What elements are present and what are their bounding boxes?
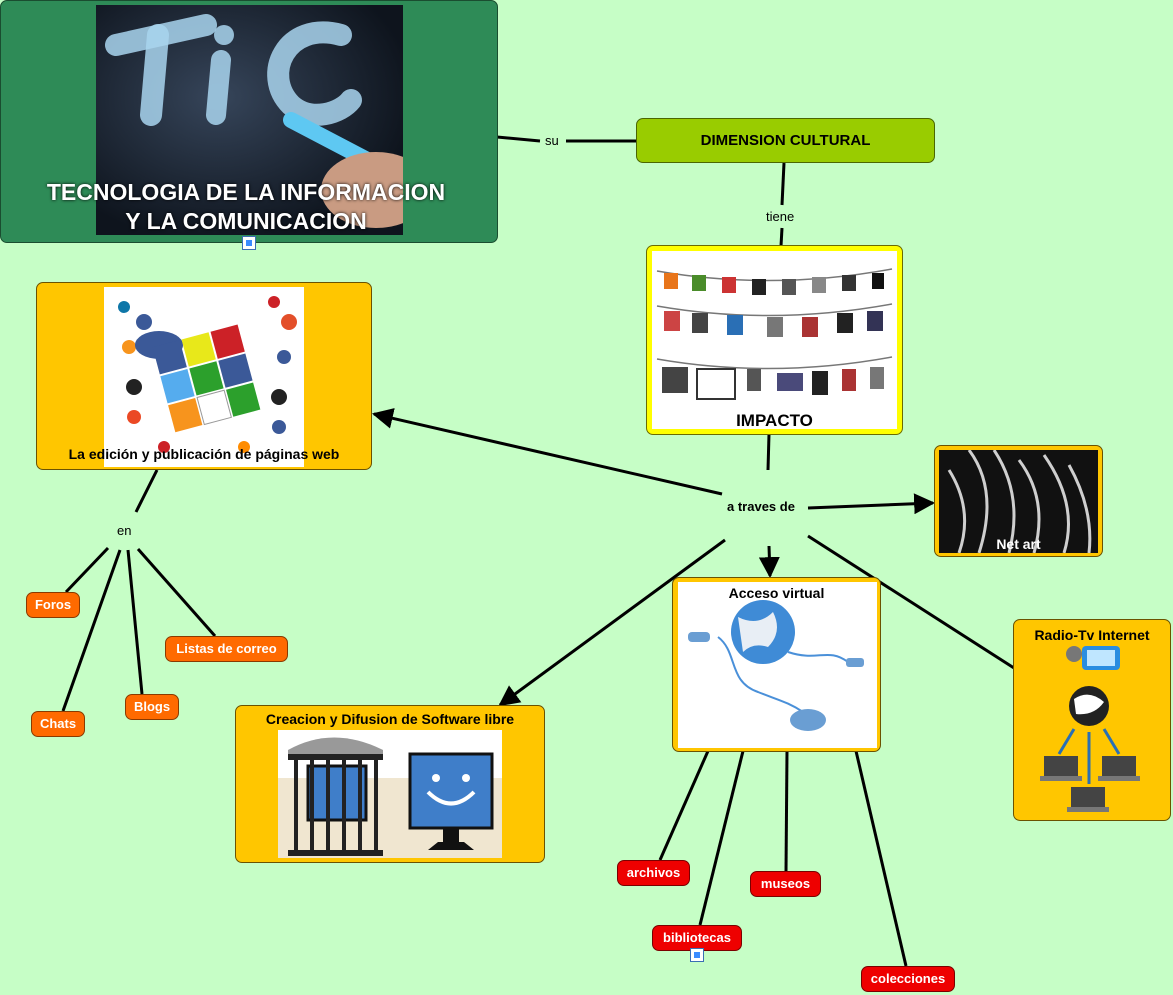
link-label-a-traves-de: a traves de [724, 498, 798, 515]
root-node[interactable]: TECNOLOGIA DE LA INFORMACION Y LA COMUNI… [0, 0, 498, 243]
jailed-monitor-image [278, 730, 502, 856]
impacto-title: IMPACTO [736, 411, 813, 430]
red-item-archivos[interactable]: archivos [617, 860, 690, 886]
net-art-title: Net art [996, 536, 1041, 552]
chalk-tic-icon [105, 14, 403, 228]
tic-chalkboard-image [96, 5, 403, 235]
root-title-line2: Y LA COMUNICACION [125, 208, 367, 234]
red-item-bibliotecas[interactable]: bibliotecas [652, 925, 742, 951]
acceso-virtual-image [678, 582, 877, 748]
software-libre-title: Creacion y Difusion de Software libre [265, 711, 515, 727]
impacto-node[interactable]: IMPACTO [646, 245, 903, 435]
ascii-zebra-image [939, 450, 1098, 553]
dimension-cultural-node[interactable]: DIMENSION CULTURAL [636, 118, 935, 163]
orange-item-listas-de-correo[interactable]: Listas de correo [165, 636, 288, 662]
orange-item-foros[interactable]: Foros [26, 592, 80, 618]
image-link-icon[interactable] [690, 948, 704, 962]
edicion-publicacion-title: La edición y publicación de páginas web [68, 446, 340, 462]
software-libre-image [278, 730, 502, 858]
image-link-icon[interactable] [242, 236, 256, 250]
link-label-su: su [542, 132, 562, 149]
red-item-museos[interactable]: museos [750, 871, 821, 897]
acceso-virtual-title: Acceso virtual [728, 585, 825, 601]
orange-item-blogs[interactable]: Blogs [125, 694, 179, 720]
social-media-cube-image [104, 287, 304, 467]
link-label-en: en [114, 522, 135, 539]
root-title-line1: TECNOLOGIA DE LA INFORMACION [46, 179, 446, 205]
zebra-stripes [947, 450, 1092, 553]
orange-item-chats[interactable]: Chats [31, 711, 85, 737]
edicion-publicacion-node[interactable]: La edición y publicación de páginas web [36, 282, 372, 470]
red-item-colecciones[interactable]: colecciones [861, 966, 955, 992]
broadcast-network-image [1040, 646, 1140, 812]
impacto-media-image [652, 251, 897, 429]
globe-mouse-image [688, 600, 864, 731]
clothesline-icons [656, 268, 893, 400]
social-icons-cloud [118, 296, 297, 453]
software-libre-node[interactable]: Creacion y Difusion de Software libre [235, 705, 545, 863]
root-title: TECNOLOGIA DE LA INFORMACION Y LA COMUNI… [1, 178, 491, 236]
radio-tv-internet-node[interactable]: Radio-Tv Internet [1013, 619, 1171, 821]
net-art-node[interactable]: Net art [934, 445, 1103, 557]
link-label-tiene: tiene [763, 208, 798, 225]
dimension-cultural-title: DIMENSION CULTURAL [700, 132, 871, 149]
acceso-virtual-node[interactable]: Acceso virtual [672, 577, 881, 752]
radio-tv-internet-title: Radio-Tv Internet [1034, 627, 1150, 643]
